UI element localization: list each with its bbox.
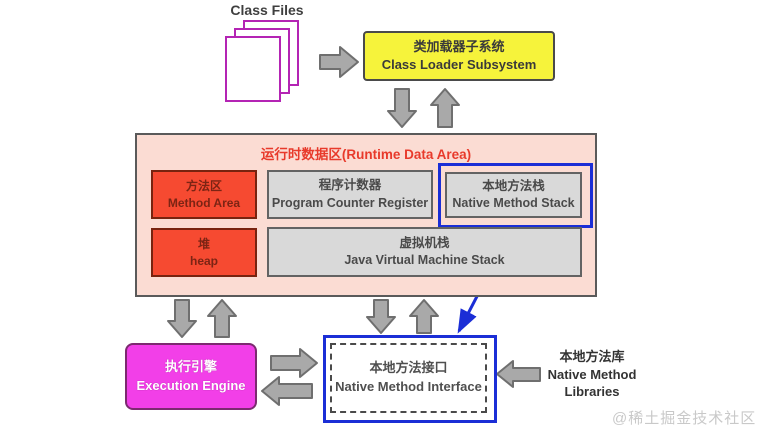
arrow-engine-to-nmi-right-icon [270,348,318,378]
jvm-stack-zh: 虚拟机栈 [399,235,450,250]
native-method-stack-box: 本地方法栈 Native Method Stack [445,172,582,218]
program-counter-zh: 程序计数器 [318,178,382,192]
heap-box: 堆 heap [151,228,257,277]
arrow-nmi-to-runtime-up-icon [409,299,439,334]
native-method-interface-en: Native Method Interface [335,379,482,394]
class-loader-subsystem-box: 类加载器子系统 Class Loader Subsystem [363,31,555,81]
java-virtual-machine-stack-box: 虚拟机栈 Java Virtual Machine Stack [267,227,582,277]
native-method-libraries-label: 本地方法库 Native Method Libraries [537,348,647,401]
arrow-engine-to-runtime-up-icon [207,299,237,338]
watermark: @稀土掘金技术社区 [612,410,757,427]
method-area-box: 方法区 Method Area [151,170,257,219]
arrow-runtime-to-nmi-down-icon [366,299,396,334]
jvm-stack-en: Java Virtual Machine Stack [344,253,505,267]
execution-engine-box: 执行引擎 Execution Engine [125,343,257,410]
program-counter-register-box: 程序计数器 Program Counter Register [267,170,433,219]
native-method-libraries-zh: 本地方法库 [559,349,625,364]
native-method-libraries-en1: Native Method [547,366,637,382]
arrow-classfiles-to-classloader-icon [319,46,359,78]
program-counter-en: Program Counter Register [271,195,429,210]
arrow-libraries-to-nmi-left-icon [496,360,541,388]
arrow-runtime-to-engine-down-icon [167,299,197,338]
native-method-interface-zh: 本地方法接口 [369,360,448,376]
method-area-en: Method Area [167,195,241,210]
runtime-data-area-title: 运行时数据区(Runtime Data Area) [260,147,472,162]
native-method-libraries-en2: Libraries [564,384,620,400]
heap-zh: 堆 [197,236,210,251]
execution-engine-en: Execution Engine [136,377,246,393]
heap-en: heap [189,253,218,268]
class-loader-subsystem-zh: 类加载器子系统 [413,39,505,55]
method-area-zh: 方法区 [185,178,222,193]
native-method-stack-highlight [438,163,593,228]
native-method-interface-dashed-border: 本地方法接口 Native Method Interface [330,343,487,413]
native-method-stack-zh: 本地方法栈 [482,178,545,193]
class-loader-subsystem-en: Class Loader Subsystem [381,57,537,72]
class-files-label: Class Files [230,2,304,18]
native-method-interface-box: 本地方法接口 Native Method Interface [323,335,497,423]
execution-engine-zh: 执行引擎 [164,359,217,375]
class-file-page-icon [225,36,281,102]
arrow-classloader-up-icon [430,88,460,128]
native-method-stack-en: Native Method Stack [452,196,575,210]
arrow-classloader-down-icon [387,88,417,128]
arrow-nmi-to-engine-left-icon [261,376,313,406]
